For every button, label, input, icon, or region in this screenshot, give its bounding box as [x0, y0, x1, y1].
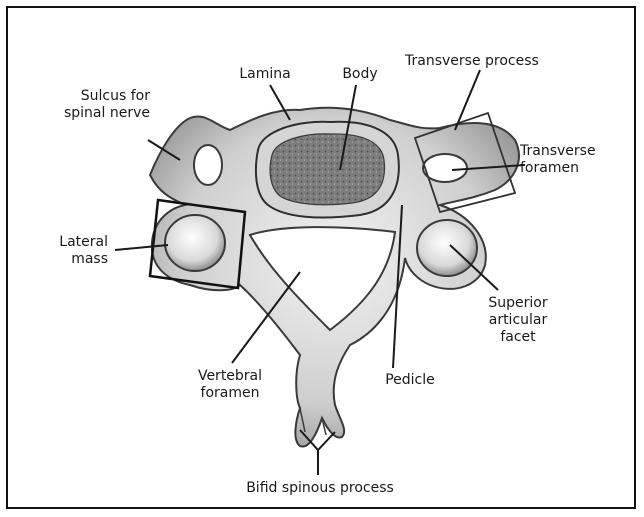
label-body: Body: [330, 66, 390, 83]
label-transverse-process: Transverse process: [405, 53, 539, 70]
right-transverse-foramen: [423, 154, 467, 182]
label-superior-articular-facet: Superior articular facet: [472, 295, 564, 346]
right-superior-articular-facet: [417, 220, 477, 276]
vertebral-body-surface: [270, 134, 384, 205]
label-vertebral-foramen: Vertebral foramen: [180, 368, 280, 402]
label-lateral-mass: Lateral mass: [30, 234, 108, 268]
left-lateral-mass-facet: [165, 215, 225, 271]
label-transverse-foramen: Transverse foramen: [520, 143, 596, 177]
label-lamina: Lamina: [225, 66, 305, 83]
label-sulcus-for-spinal-nerve: Sulcus for spinal nerve: [30, 88, 150, 122]
left-transverse-foramen: [194, 145, 222, 185]
label-pedicle: Pedicle: [370, 372, 450, 389]
leader-transverse-process: [455, 70, 480, 130]
label-bifid-spinous-process: Bifid spinous process: [220, 480, 420, 497]
